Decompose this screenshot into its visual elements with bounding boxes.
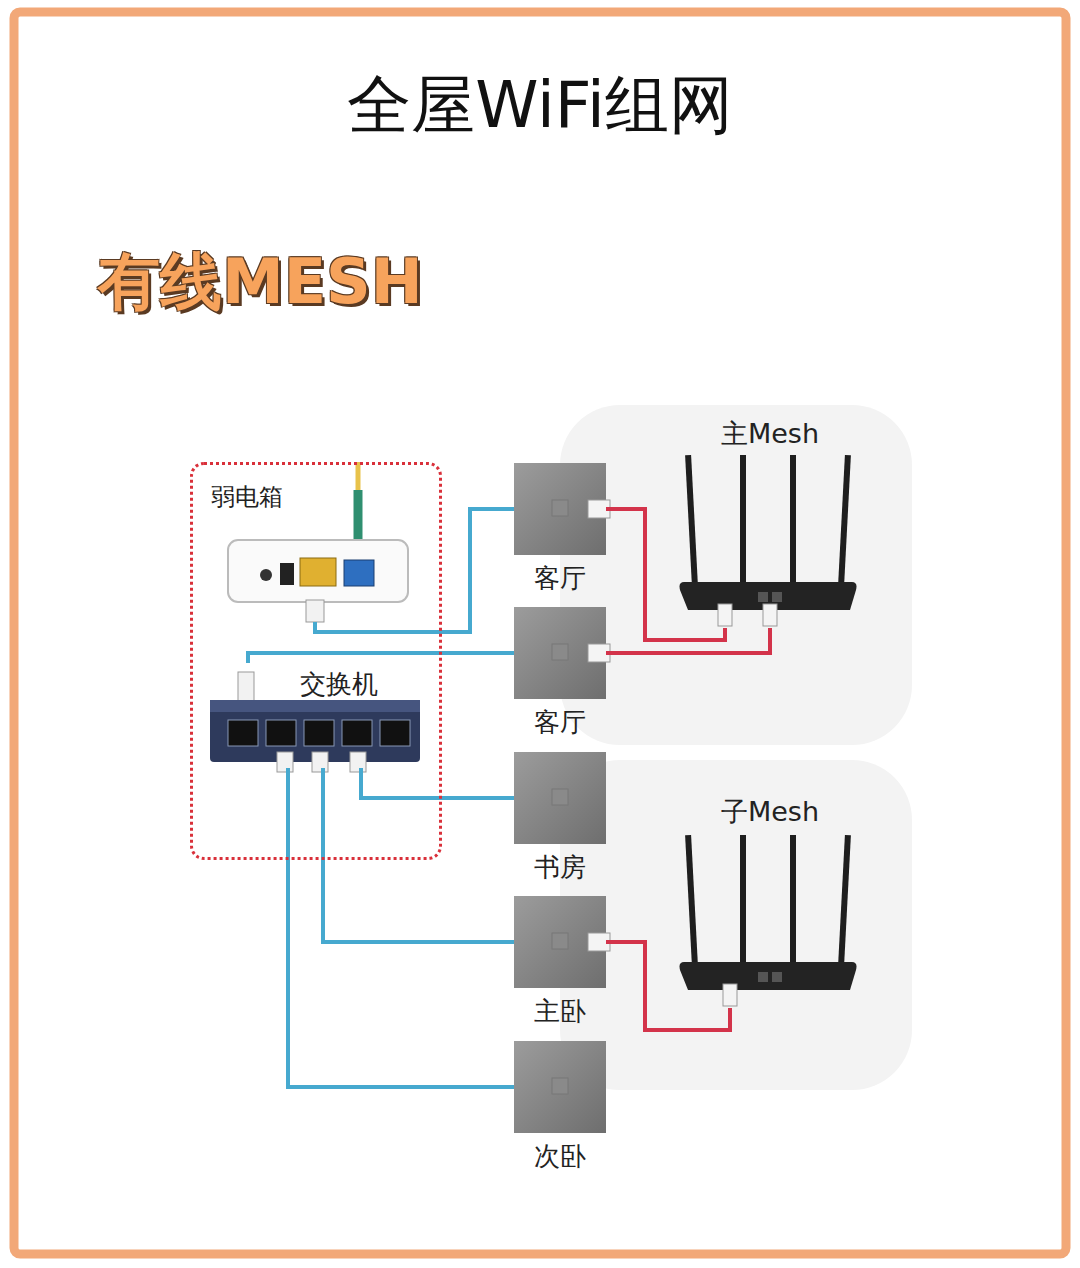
port — [228, 720, 258, 746]
node-label: 次卧 — [514, 1139, 606, 1174]
router — [680, 835, 857, 1006]
router-main: 主Mesh — [670, 410, 870, 628]
cabinet-box: 弱电箱交换机 — [190, 462, 442, 860]
wall-plate: 次卧 — [514, 1041, 606, 1177]
port — [266, 720, 296, 746]
node-label: 交换机 — [300, 667, 428, 702]
wall-plate: 客厅 — [514, 607, 606, 743]
plug — [238, 672, 254, 702]
node-label: 主Mesh — [670, 416, 870, 452]
halo — [560, 760, 912, 1090]
wall-plates — [514, 463, 610, 1133]
plug — [312, 752, 328, 772]
node-label: 客厅 — [514, 561, 606, 596]
page-title: 全屋WiFi组网 — [0, 62, 1080, 149]
badge-label: 有线MESH — [98, 240, 423, 324]
modem — [228, 540, 408, 602]
cable — [606, 942, 730, 1030]
node-label: 客厅 — [514, 705, 606, 740]
port — [342, 720, 372, 746]
cable — [315, 509, 514, 632]
plug — [277, 752, 293, 772]
node-label: 子Mesh — [670, 794, 870, 830]
power-button — [260, 569, 272, 581]
cable — [248, 653, 514, 663]
pon-port — [344, 560, 374, 586]
halo — [560, 405, 912, 745]
port — [380, 720, 410, 746]
plug — [350, 752, 366, 772]
cable — [323, 768, 514, 942]
wall-plate: 客厅 — [514, 463, 606, 599]
plug — [306, 600, 324, 622]
wall-plate: 主卧 — [514, 896, 606, 1032]
lan-port — [300, 558, 336, 586]
cable — [606, 628, 770, 653]
power-port — [280, 563, 294, 585]
port — [304, 720, 334, 746]
node-label: 主卧 — [514, 994, 606, 1029]
router-sub: 子Mesh — [670, 788, 870, 1008]
cable — [606, 509, 725, 640]
router — [680, 455, 857, 626]
fibre — [356, 462, 361, 490]
switch: 交换机 — [208, 663, 428, 768]
switch-strip — [210, 700, 420, 712]
card-border — [14, 12, 1066, 1254]
node-label: 弱电箱 — [211, 481, 439, 513]
cable — [361, 768, 514, 798]
node-label: 书房 — [514, 850, 606, 885]
wall-plate: 书房 — [514, 752, 606, 888]
cable — [288, 768, 514, 1087]
